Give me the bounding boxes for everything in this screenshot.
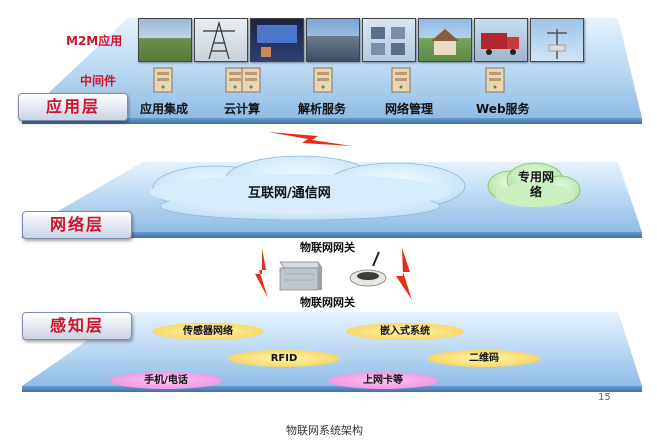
private-network-label: 专用网 络 — [516, 170, 556, 200]
network-card-pill: 上网卡等 — [328, 372, 438, 389]
truck-thumbnail — [474, 18, 528, 62]
weather-station-thumbnail — [530, 18, 584, 62]
application-plane-edge — [22, 118, 642, 124]
embedded-system-pill: 嵌入式系统 — [346, 323, 464, 340]
network-plane-edge — [22, 232, 642, 238]
figure-caption: 物联网系统架构 — [286, 424, 363, 437]
power-tower-thumbnail — [194, 18, 248, 62]
gateway-label-top: 物联网网关 — [300, 241, 355, 254]
gateway-device-icon — [279, 261, 323, 291]
service-label-parsing-service: 解析服务 — [298, 102, 347, 116]
city-thumbnail — [306, 18, 360, 62]
server-icon — [225, 67, 245, 93]
middleware-label: 中间件 — [80, 74, 117, 88]
smart-home-devices-thumbnail — [362, 18, 416, 62]
control-room-thumbnail — [250, 18, 304, 62]
router-icon — [349, 251, 387, 287]
network-layer-label: 网络层 — [22, 211, 132, 239]
server-icon — [153, 67, 173, 93]
qr-code-pill: 二维码 — [428, 350, 540, 367]
house-thumbnail — [418, 18, 472, 62]
lightning-bolt-right — [396, 248, 412, 300]
service-label-cloud-computing: 云计算 — [224, 102, 261, 116]
private-network-cloud — [487, 162, 581, 207]
sensor-network-pill: 传感器网络 — [152, 323, 264, 340]
service-label-web-service: Web服务 — [476, 102, 530, 116]
server-icon — [313, 67, 333, 93]
page-number: 15 — [598, 392, 611, 403]
perception-plane-edge — [22, 386, 642, 392]
private-network-label-line1: 专用网 — [517, 170, 554, 184]
server-icon — [391, 67, 411, 93]
internet-label: 互联网/通信网 — [248, 186, 331, 201]
perception-layer-label: 感知层 — [22, 312, 132, 340]
mobile-phone-pill: 手机/电话 — [110, 372, 222, 389]
lightning-bolt-top — [268, 132, 352, 146]
application-layer-label: 应用层 — [18, 93, 128, 121]
gateway-label-bottom: 物联网网关 — [300, 296, 355, 309]
private-network-label-line2: 络 — [529, 185, 542, 199]
wind-farm-thumbnail — [138, 18, 192, 62]
service-label-network-management: 网络管理 — [385, 102, 434, 116]
service-label-app-integration: 应用集成 — [140, 102, 189, 116]
internet-cloud — [150, 155, 466, 221]
lightning-bolt-left — [255, 248, 268, 298]
m2m-label: M2M应用 — [66, 34, 123, 48]
rfid-pill: RFID — [228, 350, 340, 367]
server-icon — [485, 67, 505, 93]
server-icon — [241, 67, 261, 93]
